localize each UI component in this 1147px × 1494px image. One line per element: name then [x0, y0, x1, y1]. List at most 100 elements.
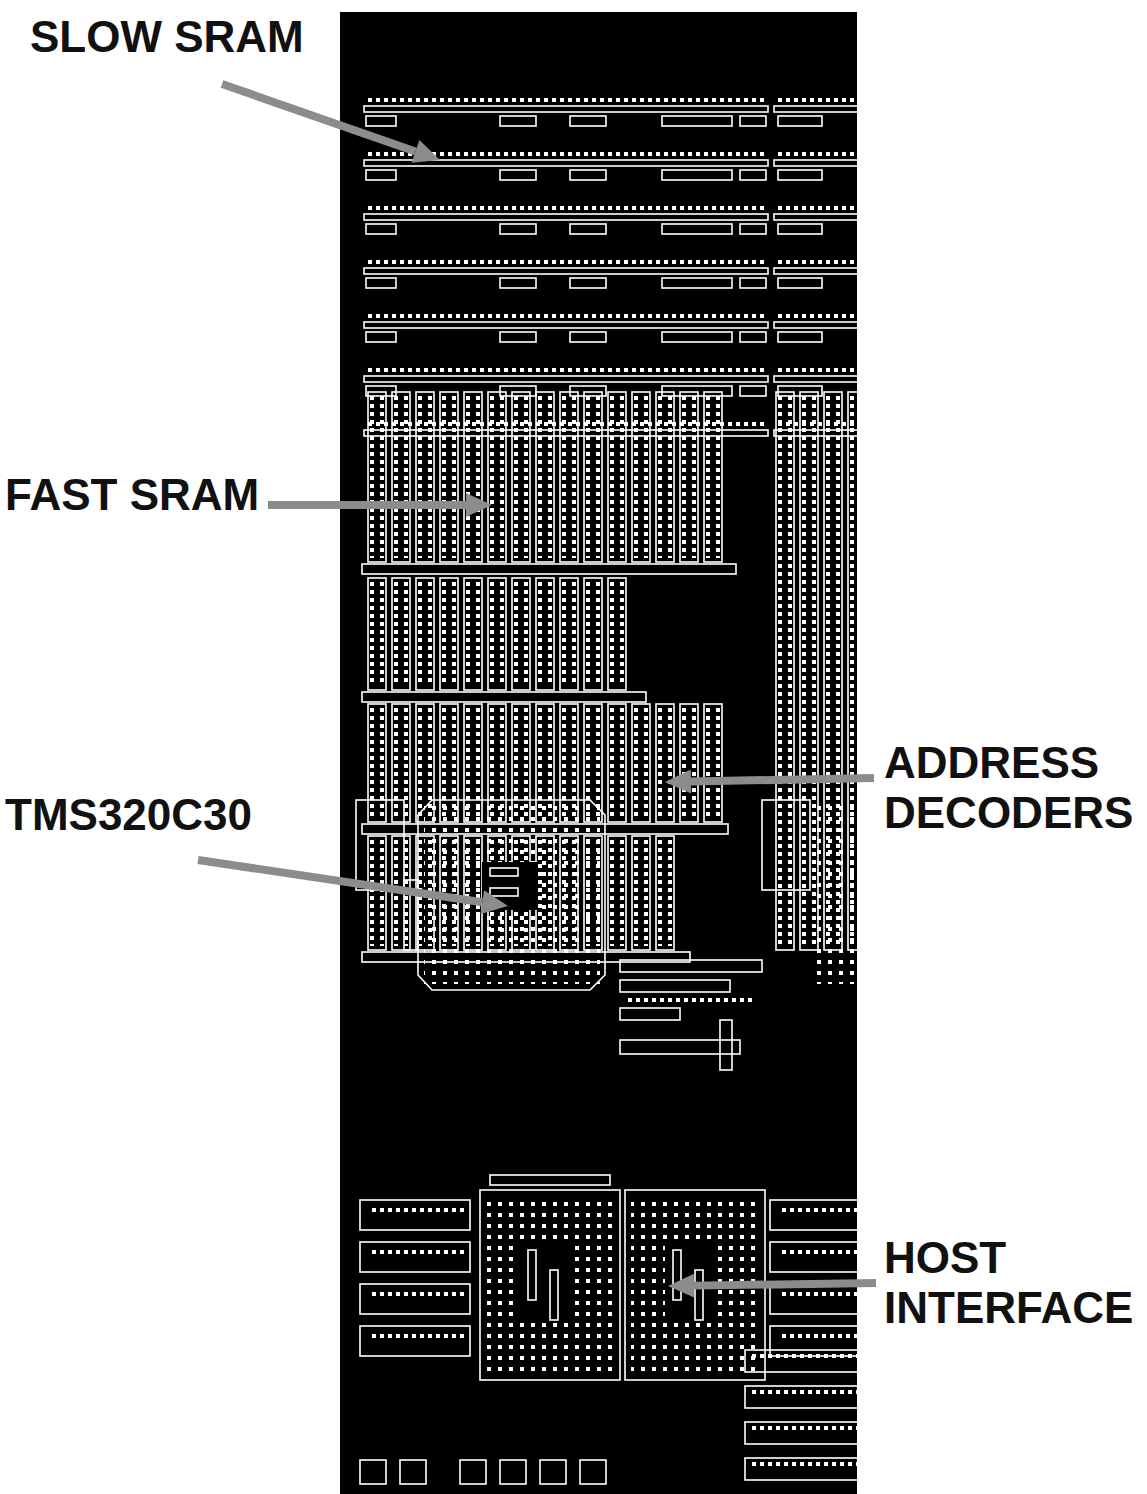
- part-outline: [740, 116, 766, 126]
- pin-row: [466, 396, 470, 558]
- pin-row: [620, 840, 624, 946]
- pin-row: [372, 1334, 466, 1338]
- pin-row: [380, 840, 384, 946]
- part-outline: [774, 106, 864, 112]
- pin-row: [548, 582, 552, 686]
- pin-row: [442, 582, 446, 686]
- callout-label: SLOW SRAM: [30, 12, 350, 62]
- pin-row: [586, 582, 590, 686]
- pin-row: [452, 396, 456, 558]
- part-outline: [464, 578, 482, 690]
- pin-row: [752, 1462, 857, 1466]
- part-outline: [536, 578, 554, 690]
- part-outline: [480, 1190, 620, 1380]
- part-outline: [368, 392, 386, 562]
- part-outline: [656, 836, 674, 950]
- part-outline: [362, 692, 646, 702]
- pin-row: [596, 396, 600, 558]
- arrow-head: [466, 493, 492, 517]
- part-outline: [488, 578, 506, 690]
- part-outline: [536, 392, 554, 562]
- part-outline: [440, 578, 458, 690]
- part-outline: [488, 392, 506, 562]
- part-outline: [662, 332, 732, 342]
- pin-row: [514, 396, 518, 558]
- part-outline: [740, 278, 766, 288]
- part-outline: [362, 564, 736, 574]
- part-outline: [440, 392, 458, 562]
- pin-row: [524, 582, 528, 686]
- pin-row: [596, 582, 600, 686]
- pin-row: [368, 98, 765, 102]
- part-outline: [632, 704, 650, 822]
- pin-row: [490, 582, 494, 686]
- part-outline: [490, 868, 518, 876]
- part-outline: [740, 386, 766, 396]
- part-outline: [512, 392, 530, 562]
- part-outline: [584, 578, 602, 690]
- part-outline: [580, 1460, 606, 1484]
- pin-row: [394, 708, 398, 818]
- pin-row: [524, 396, 528, 558]
- pin-row: [538, 582, 542, 686]
- pin-row: [418, 582, 422, 686]
- part-outline: [500, 332, 536, 342]
- part-outline: [776, 392, 794, 950]
- pin-row: [368, 368, 765, 372]
- pin-row: [380, 396, 384, 558]
- pin-row: [658, 840, 662, 946]
- pin-row: [370, 708, 374, 818]
- part-outline: [560, 392, 578, 562]
- pin-row: [404, 582, 408, 686]
- pin-row: [368, 422, 765, 426]
- part-outline: [740, 170, 766, 180]
- pin-row: [500, 582, 504, 686]
- part-outline: [745, 1458, 865, 1480]
- pin-row: [778, 98, 857, 102]
- pin-row: [372, 1250, 466, 1254]
- pin-row: [418, 708, 422, 818]
- part-outline: [540, 1460, 566, 1484]
- part-outline: [490, 888, 518, 896]
- pin-row: [394, 582, 398, 686]
- part-outline: [392, 392, 410, 562]
- part-outline: [570, 170, 606, 180]
- pin-row: [802, 396, 806, 946]
- pin-row: [548, 396, 552, 558]
- pin-row: [572, 396, 576, 558]
- part-outline: [695, 1270, 703, 1320]
- part-outline: [662, 170, 732, 180]
- part-outline: [440, 704, 458, 822]
- pin-row: [572, 708, 576, 818]
- pin-row: [620, 582, 624, 686]
- part-outline: [774, 214, 864, 220]
- pin-row: [476, 396, 480, 558]
- leader-arrow: [268, 501, 466, 509]
- part-outline: [500, 116, 536, 126]
- part-outline: [490, 1175, 610, 1185]
- part-outline: [366, 170, 396, 180]
- part-outline: [774, 322, 864, 328]
- pin-row: [752, 1390, 857, 1394]
- part-outline: [356, 800, 404, 890]
- pin-row: [782, 1292, 857, 1296]
- pin-row: [778, 368, 857, 372]
- leader-arrow: [694, 1283, 876, 1286]
- pin-row: [610, 840, 614, 946]
- arrow-head: [668, 1274, 694, 1298]
- part-outline: [656, 392, 674, 562]
- part-outline: [620, 960, 762, 972]
- part-outline: [400, 1460, 426, 1484]
- pin-row: [634, 840, 638, 946]
- pin-row: [372, 1208, 466, 1212]
- leader-arrow: [198, 860, 482, 902]
- part-outline: [416, 578, 434, 690]
- part-outline: [366, 116, 396, 126]
- pin-row: [716, 708, 720, 818]
- part-outline: [368, 836, 386, 950]
- pin-grid: [812, 806, 857, 984]
- pin-row: [586, 708, 590, 818]
- pin-row: [442, 396, 446, 558]
- pin-row: [524, 708, 528, 818]
- part-outline: [778, 278, 822, 288]
